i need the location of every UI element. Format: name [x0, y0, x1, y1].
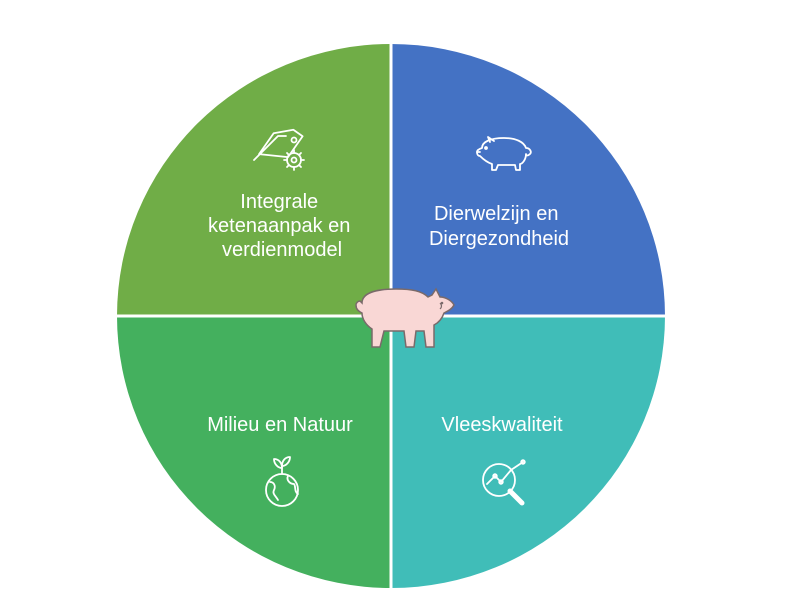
globe-sprout-icon [265, 456, 299, 507]
quadrant-top-right [391, 44, 665, 316]
label-bottom-left: Milieu en Natuur [207, 414, 353, 436]
quadrant-top-left [117, 44, 391, 316]
label-line: Dierwelzijn en [434, 203, 559, 225]
label-line: verdienmodel [222, 239, 342, 261]
price-tag-gear-icon [253, 128, 305, 171]
center-pig-icon [355, 287, 455, 348]
pig-icon [476, 136, 532, 171]
magnifier-chart-icon [482, 459, 526, 506]
label-line: Integrale [240, 191, 318, 213]
label-top-right: Dierwelzijn en Diergezondheid [429, 203, 569, 250]
label-bottom-right: Vleeskwaliteit [441, 414, 563, 436]
label-line: Diergezondheid [429, 228, 569, 250]
label-line: ketenaanpak en [208, 215, 350, 237]
label-line: Vleeskwaliteit [441, 414, 563, 436]
quadrant-bottom-right [391, 316, 665, 588]
label-line: Milieu en Natuur [207, 414, 353, 436]
label-top-left: Integrale ketenaanpak en verdienmodel [208, 191, 356, 261]
quadrant-bottom-left [117, 316, 391, 588]
